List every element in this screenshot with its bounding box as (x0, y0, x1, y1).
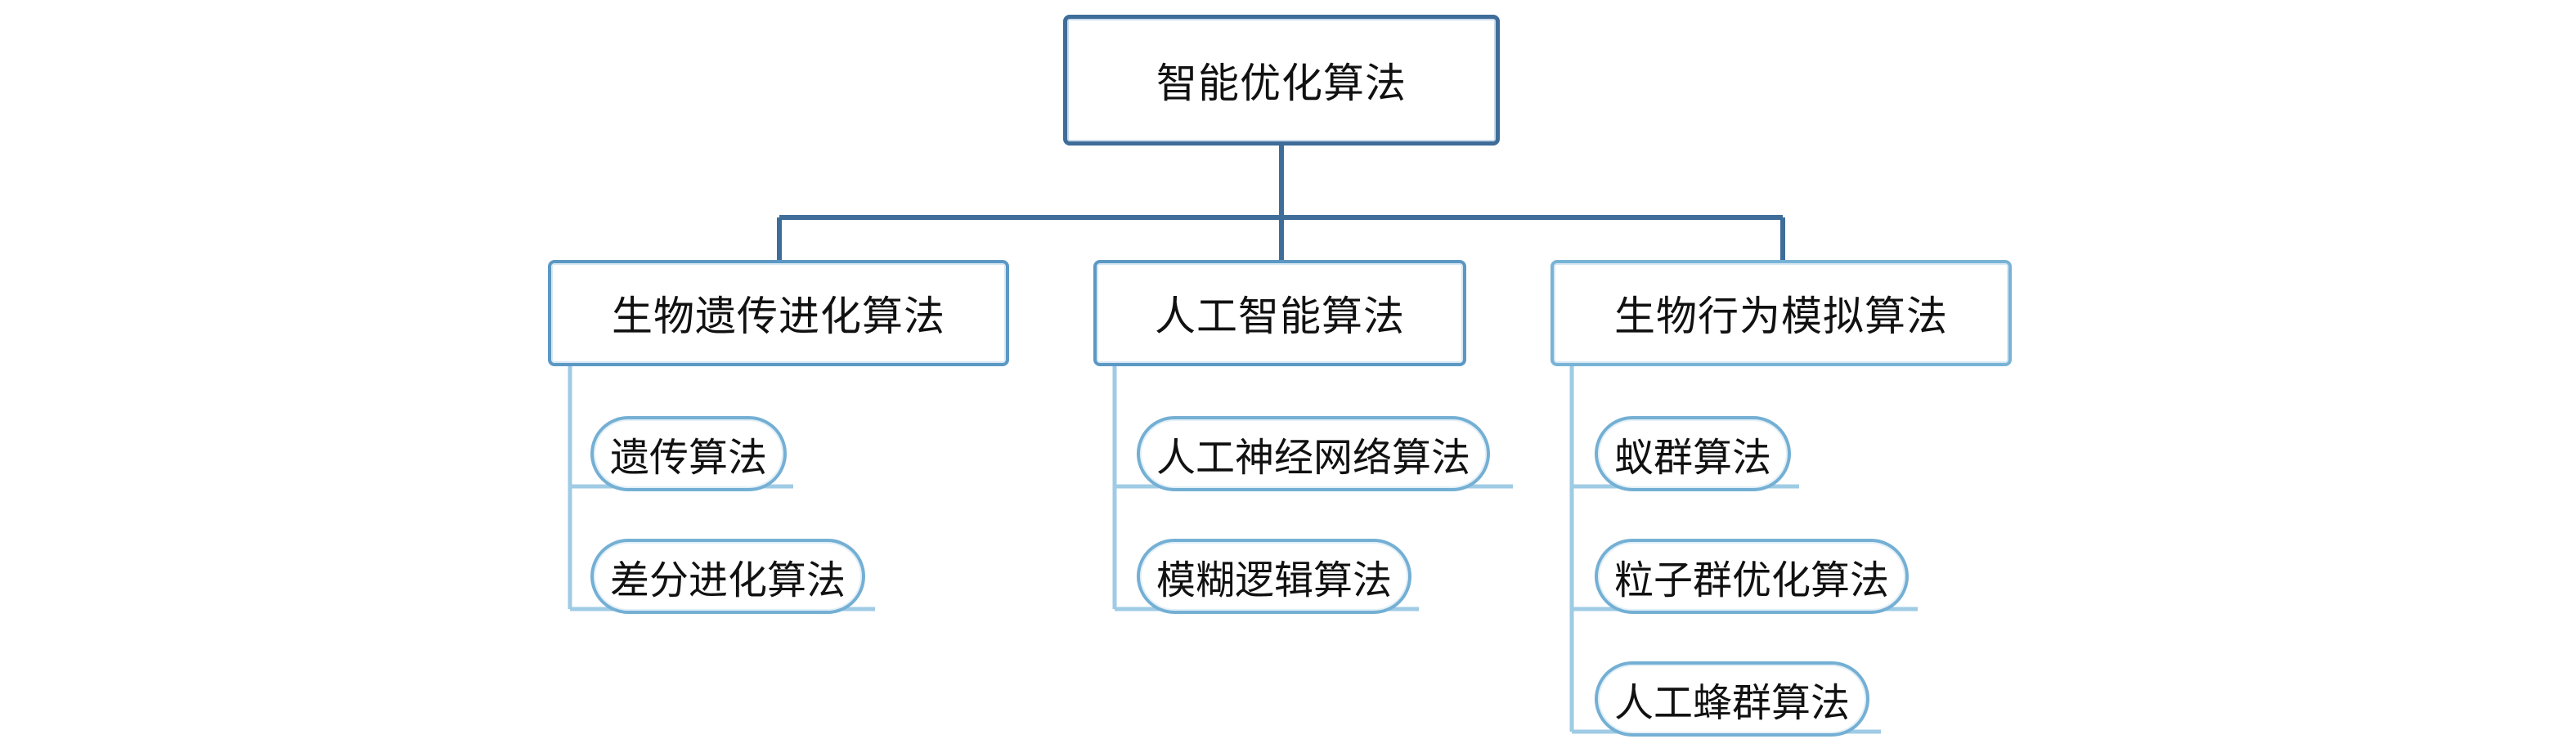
leaf-node-artificial-bee-colony: 人工蜂群算法 (1595, 661, 1870, 737)
leaf-node-label: 模糊逻辑算法 (1156, 558, 1393, 603)
leaf-node-differential-evolution: 差分进化算法 (590, 539, 866, 614)
category-node-ai: 人工智能算法 (1093, 260, 1466, 366)
leaf-node-label: 粒子群优化算法 (1614, 558, 1890, 603)
category-node-label: 生物行为模拟算法 (1614, 293, 1948, 340)
leaf-node-label: 差分进化算法 (610, 558, 846, 603)
category-node-label: 人工智能算法 (1155, 293, 1405, 340)
leaf-node-ant-colony: 蚁群算法 (1595, 416, 1792, 491)
leaf-node-label: 蚁群算法 (1614, 435, 1772, 481)
category-node-bio-behavior: 生物行为模拟算法 (1551, 260, 2012, 366)
leaf-node-fuzzy-logic: 模糊逻辑算法 (1137, 539, 1412, 614)
root-node: 智能优化算法 (1063, 15, 1500, 146)
leaf-node-label: 人工蜂群算法 (1614, 680, 1851, 726)
root-node-label: 智能优化算法 (1156, 60, 1407, 107)
leaf-node-label: 人工神经网络算法 (1156, 435, 1471, 481)
leaf-node-particle-swarm: 粒子群优化算法 (1595, 539, 1910, 614)
category-node-bio-evolution: 生物遗传进化算法 (548, 260, 1009, 366)
leaf-node-genetic-algorithm: 遗传算法 (590, 416, 788, 491)
leaf-node-label: 遗传算法 (610, 435, 768, 481)
leaf-node-artificial-neural-network: 人工神经网络算法 (1137, 416, 1491, 491)
category-node-label: 生物遗传进化算法 (612, 293, 945, 340)
